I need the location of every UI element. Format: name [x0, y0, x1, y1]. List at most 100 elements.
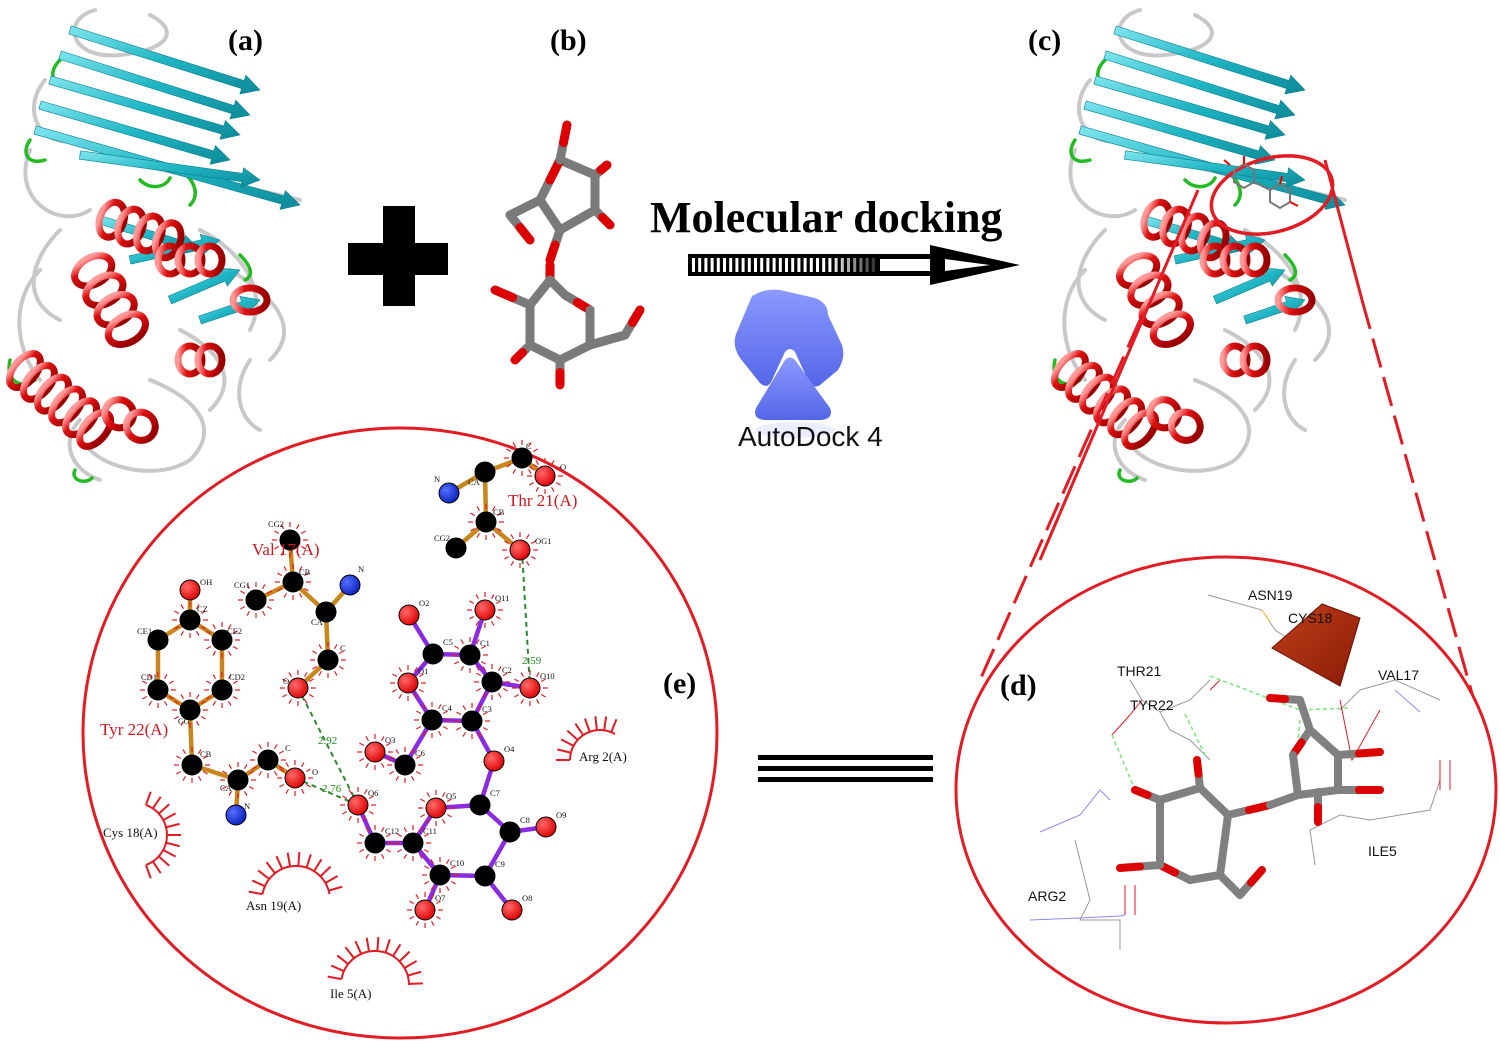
contact-hatch [283, 592, 288, 598]
arc-spoke [152, 796, 162, 810]
contact-hatch [502, 672, 508, 677]
arc-spoke [265, 861, 276, 874]
helix-turn [194, 242, 226, 278]
atom-label: C [526, 441, 532, 451]
atom-label: C2 [502, 665, 512, 675]
atom-label: N [358, 564, 364, 574]
contact-hatch [420, 798, 426, 803]
arrow-stripe [809, 258, 813, 272]
arc-spoke [158, 855, 170, 867]
coil-segment [1117, 8, 1214, 58]
arc-line [261, 865, 331, 895]
contact-hatch [365, 853, 370, 859]
carbon-atom [179, 609, 201, 631]
arrow-stripe [692, 258, 695, 272]
contact-hatch [441, 792, 446, 798]
atom-label: C1 [480, 638, 490, 648]
contact-hatch [368, 810, 374, 815]
contact-hatch [365, 736, 370, 742]
contact-hatch [395, 775, 400, 781]
contact-hatch [422, 730, 427, 736]
contact-hatch [395, 749, 400, 755]
contact-hatch [206, 695, 212, 700]
arrow-stripe [840, 258, 844, 272]
atom-label: O1 [418, 666, 428, 676]
contact-hatch [288, 698, 293, 704]
hydrogen-bond [1294, 719, 1301, 771]
contact-hatch [180, 720, 185, 726]
helix-turn [229, 284, 271, 316]
arrow-stripe [834, 258, 838, 272]
contact-hatch [420, 813, 426, 818]
arc-spoke [324, 875, 339, 884]
contact-hatch [445, 885, 450, 891]
helix-turn [1149, 310, 1194, 348]
contact-hatch [380, 736, 385, 742]
residue-cys18: Cys 18(A) [103, 825, 158, 840]
contact-hatch [418, 853, 423, 859]
contact-hatch [200, 625, 206, 630]
protein-ribbon-a [5, 8, 302, 483]
contact-hatch [550, 460, 555, 466]
contact-hatch [491, 532, 496, 538]
contact-hatch [454, 660, 460, 665]
arc-spoke [365, 937, 371, 952]
arrow-stripe [723, 258, 726, 272]
carbon-atom [257, 749, 279, 771]
helix-turn [1274, 284, 1316, 316]
contact-hatch [426, 792, 431, 798]
contact-hatch [450, 865, 456, 870]
contact-hatch [142, 680, 148, 685]
contact-hatch [206, 645, 212, 650]
contact-hatch [442, 710, 448, 715]
oxygen-atom [483, 750, 505, 772]
contact-hatch [148, 674, 153, 680]
protein-ligand-complex [1050, 8, 1347, 483]
contact-hatch [342, 810, 348, 815]
arc-spoke [297, 852, 301, 867]
ligand-stick [1196, 784, 1232, 819]
atom-label: O [312, 767, 318, 777]
carbon-atom [481, 671, 503, 693]
arrow-stripe [865, 258, 869, 272]
contact-hatch [363, 815, 368, 821]
arc-spoke [145, 791, 152, 806]
carbon-atom [211, 679, 233, 701]
contact-hatch [418, 827, 423, 833]
atom-label: CZ [197, 604, 208, 614]
residue-wire [1039, 789, 1111, 833]
contact-hatch [232, 695, 238, 700]
carbon-atom [364, 832, 386, 854]
contact-hatch [338, 650, 344, 655]
ligand-stick-model [490, 120, 645, 390]
atom-label: O11 [495, 593, 509, 603]
arc-line [569, 729, 616, 761]
arc-line [145, 803, 168, 867]
atom-label: CG2 [434, 533, 450, 543]
atom-label: C3 [482, 704, 492, 714]
oxygen-atom [474, 599, 496, 621]
alpha-helix [1199, 242, 1271, 278]
residue-wire [1394, 689, 1421, 713]
beta-strand [167, 267, 241, 305]
helix-turn [104, 310, 149, 348]
panel-label-d: (d) [1000, 669, 1037, 702]
contact-hatch [475, 620, 480, 626]
contact-hatch [200, 715, 206, 720]
contact-hatch [359, 757, 365, 762]
carbon-atom [227, 769, 249, 791]
contact-hatch [240, 605, 246, 610]
contact-hatch [248, 785, 254, 790]
coil-segment [237, 358, 262, 432]
bond-stick [598, 213, 615, 230]
helix-turn [1239, 242, 1271, 278]
helix-turn [1219, 342, 1251, 378]
atom-label: N [244, 801, 250, 811]
arc-spoke [407, 970, 422, 977]
contact-hatch [512, 442, 517, 448]
contact-hatch [303, 698, 308, 704]
arc-spoke [313, 858, 323, 872]
contact-hatch [525, 560, 530, 566]
hydrophobic-contact-arc [327, 937, 424, 986]
contact-hatch [243, 790, 248, 796]
